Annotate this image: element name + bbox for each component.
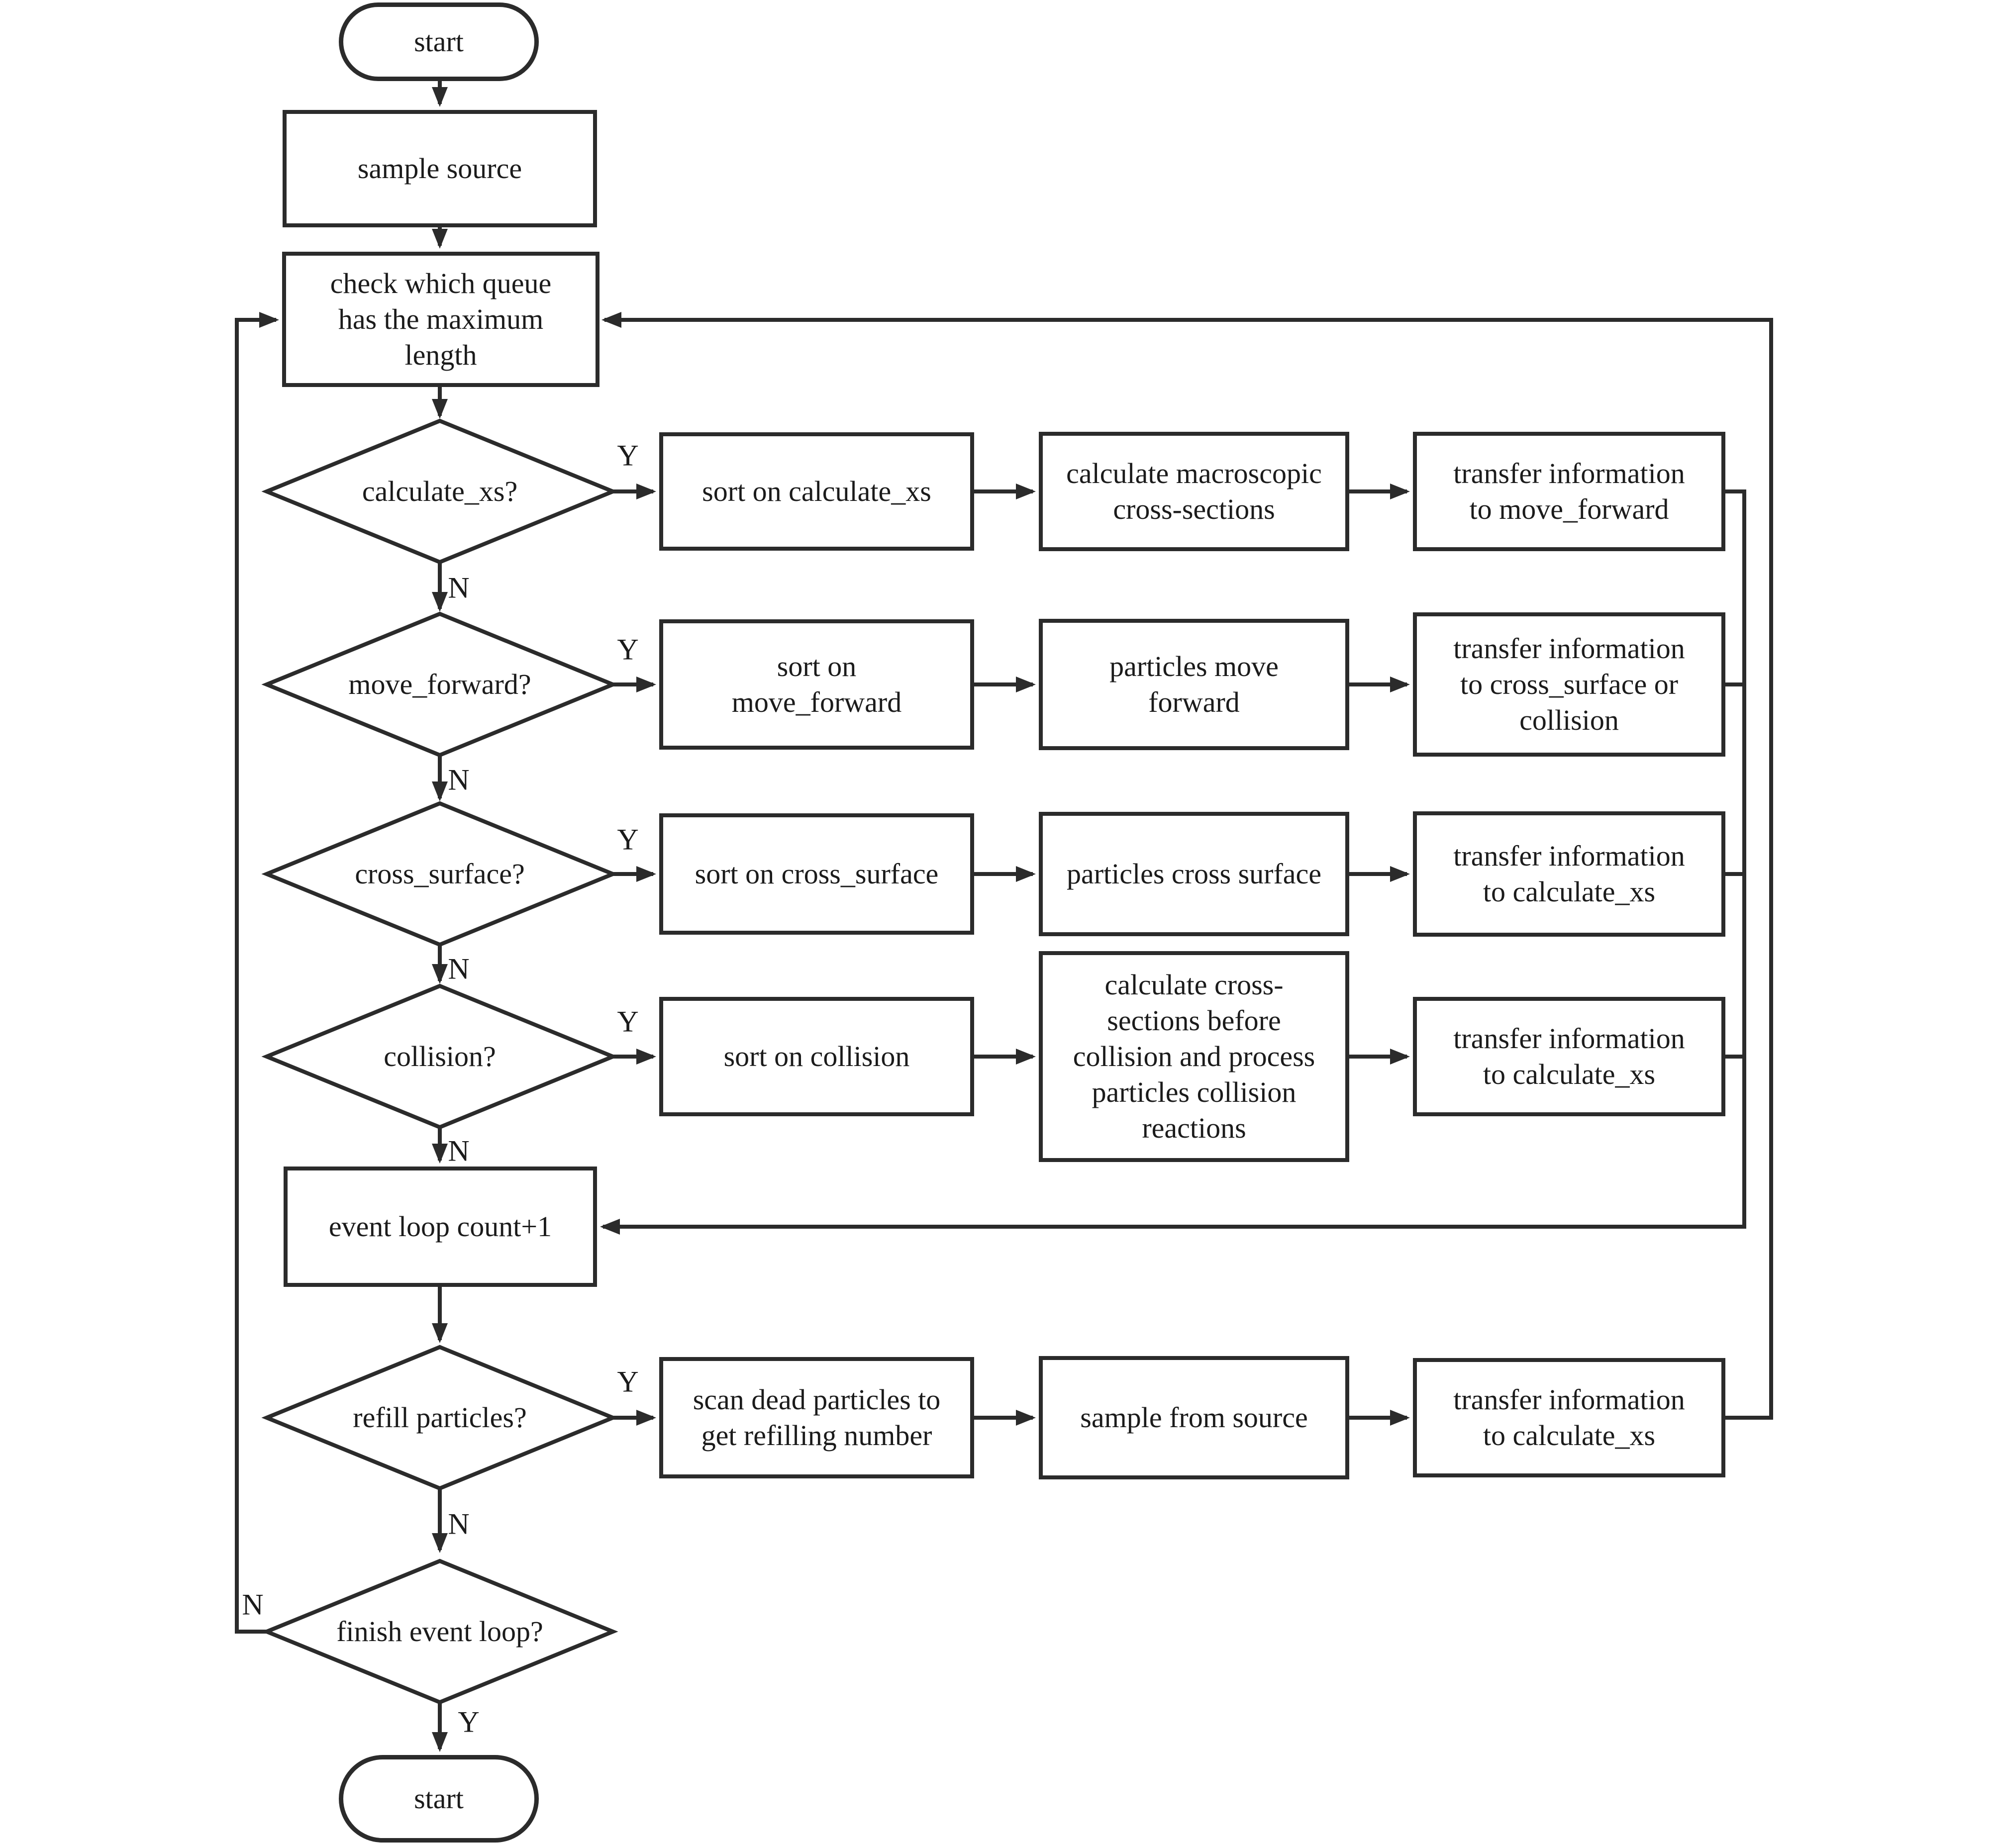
process-sample-from-source: sample from source: [1039, 1356, 1349, 1479]
process-particles-move-forward: particles move forward: [1039, 619, 1349, 750]
no-label-finish: N: [242, 1588, 264, 1621]
process-transfer-calculate-xs-refill: transfer information to calculate_xs: [1413, 1358, 1725, 1477]
decision-cross-surface-label: cross_surface?: [355, 858, 525, 890]
no-label-refill: N: [448, 1507, 470, 1541]
decision-refill-particles-label: refill particles?: [353, 1401, 527, 1434]
process-check-queue: check which queue has the maximum length: [282, 252, 599, 387]
process-transfer-cross-surface-collision: transfer information to cross_surface or…: [1413, 612, 1725, 757]
edge-refill-return-trunk: [601, 312, 1773, 1420]
yes-label-calculate-xs: Y: [617, 439, 639, 472]
process-transfer-calculate-xs-row3: transfer information to calculate_xs: [1413, 811, 1725, 937]
process-calc-macroscopic: calculate macroscopic cross-sections: [1039, 432, 1349, 551]
diamond-cross-surface: [261, 801, 618, 947]
no-label-collision: N: [448, 1134, 470, 1167]
yes-label-finish: Y: [458, 1705, 480, 1739]
process-scan-dead-particles: scan dead particles to get refilling num…: [659, 1357, 974, 1478]
edge-transfer1-return-trunk: [600, 489, 1746, 1235]
process-sort-collision: sort on collision: [659, 997, 974, 1116]
no-label-calculate-xs: N: [448, 571, 470, 604]
process-particles-cross-surface: particles cross surface: [1039, 812, 1349, 936]
process-sort-move-forward: sort on move_forward: [659, 619, 974, 750]
decision-move-forward-label: move_forward?: [348, 668, 531, 701]
terminator-start-top: start: [339, 2, 539, 81]
diamond-calculate-xs: [261, 418, 618, 565]
no-label-move-forward: N: [448, 763, 470, 796]
yes-label-collision: Y: [617, 1005, 639, 1038]
diamond-refill-particles: [261, 1345, 618, 1491]
yes-label-move-forward: Y: [617, 633, 639, 666]
decision-calculate-xs-label: calculate_xs?: [362, 475, 518, 508]
terminator-start-bottom: start: [339, 1755, 539, 1843]
yes-label-cross-surface: Y: [617, 823, 639, 856]
process-event-loop-count: event loop count+1: [284, 1167, 597, 1287]
process-sample-source: sample source: [283, 110, 597, 227]
process-transfer-move-forward: transfer information to move_forward: [1413, 432, 1725, 551]
process-sort-cross-surface: sort on cross_surface: [659, 813, 974, 935]
process-transfer-calculate-xs-row4: transfer information to calculate_xs: [1413, 997, 1725, 1116]
diamond-move-forward: [261, 611, 618, 758]
process-sort-calculate-xs: sort on calculate_xs: [659, 432, 974, 551]
yes-label-refill: Y: [617, 1365, 639, 1398]
decision-collision-label: collision?: [384, 1040, 496, 1073]
decision-finish-event-loop-label: finish event loop?: [336, 1615, 543, 1648]
diamond-finish-event-loop: [261, 1558, 618, 1705]
diamond-collision: [261, 983, 618, 1130]
process-calc-before-collision: calculate cross- sections before collisi…: [1039, 951, 1349, 1162]
no-label-cross-surface: N: [448, 952, 470, 985]
edge-finish-n-feedback: [235, 312, 279, 1634]
